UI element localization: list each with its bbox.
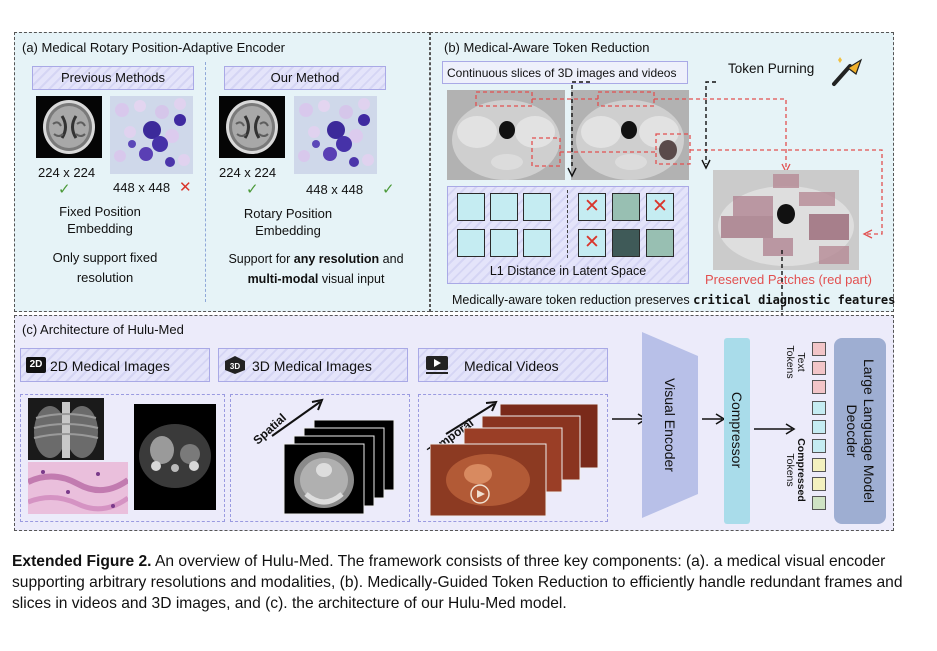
latent-space-label: L1 Distance in Latent Space — [489, 264, 647, 278]
latent-token — [612, 193, 640, 221]
fixed-resolution-note: Only support fixed resolution — [52, 250, 158, 285]
3d-icon: 3D — [224, 355, 246, 375]
text-token — [812, 361, 826, 375]
panel-c-title: (c) Architecture of Hulu-Med — [22, 322, 184, 337]
check-icon: ✓ — [58, 181, 71, 198]
blood-smear-image-previous — [110, 96, 193, 174]
panel-b-title: (b) Medical-Aware Token Reduction — [444, 40, 650, 55]
pruned-token: ✕ — [578, 193, 606, 221]
compressor-to-tokens-arrow — [754, 423, 796, 435]
latent-token — [523, 193, 551, 221]
modality-3d-header — [218, 348, 408, 382]
text-token — [812, 342, 826, 356]
compressed-token — [812, 420, 826, 434]
latent-token — [457, 193, 485, 221]
latent-token — [457, 229, 485, 257]
endoscopy-frames — [430, 404, 605, 518]
cross-icon: ✕ — [584, 196, 600, 217]
panel-a-divider — [205, 62, 206, 302]
video-area — [418, 394, 608, 522]
ct-volume-stack — [270, 420, 405, 520]
modality-2d-header — [20, 348, 210, 382]
previous-methods-header: Previous Methods — [32, 66, 194, 90]
compressed-token — [812, 401, 826, 415]
modality-2d-label: 2D Medical Images — [50, 358, 170, 374]
token-pruning-label: Token Purning — [728, 61, 815, 76]
3d-images-area — [230, 394, 410, 522]
ct-slice-2 — [571, 90, 689, 180]
modality-3d-label: 3D Medical Images — [252, 358, 372, 374]
our-method-header: Our Method — [224, 66, 386, 90]
3d-icon-text: 3D — [230, 362, 240, 371]
compressed-token — [812, 496, 826, 510]
ct-slice-1 — [447, 90, 565, 180]
modality-video-label: Medical Videos — [464, 358, 559, 374]
slices-label-box — [442, 61, 688, 84]
brain-ct-image-previous — [36, 96, 102, 158]
compressed-token — [812, 439, 826, 453]
caption-text: An overview of Hulu-Med. The framework c… — [12, 553, 903, 612]
latent-token — [612, 229, 640, 257]
histology-image — [28, 462, 128, 514]
rotary-position-embedding-label: Rotary Position Embedding — [243, 206, 333, 238]
modality-video-header — [418, 348, 608, 382]
abdominal-mri-image — [134, 404, 216, 510]
check-icon: ✓ — [246, 181, 259, 198]
pruning-knife-icon — [832, 57, 863, 86]
any-resolution-note: Support for any resolution and multi-mod… — [228, 252, 404, 286]
previous-size-224: 224 x 224 — [38, 165, 96, 180]
llm-decoder-label: Large Language Model Deocder — [844, 358, 877, 504]
temporal-arrow — [445, 400, 498, 435]
pruned-token: ✕ — [578, 229, 606, 257]
cross-icon: ✕ — [179, 179, 192, 196]
compressed-tokens-label: Compressed Tokens — [784, 438, 807, 502]
chest-xray-image — [28, 398, 104, 460]
visual-encoder-label: Visual Encoder — [662, 378, 678, 472]
preserved-patches-label: Preserved Patches (red part) — [705, 272, 872, 287]
slices-label: Continuous slices of 3D images and video… — [447, 66, 677, 80]
pruned-token: ✕ — [646, 193, 674, 221]
latent-token — [490, 193, 518, 221]
compressor-block — [724, 338, 750, 524]
compressed-token — [812, 458, 826, 472]
latent-token — [523, 229, 551, 257]
cross-icon: ✕ — [584, 232, 600, 253]
token-reduction-summary: Medically-aware token reduction preserve… — [452, 293, 896, 307]
text-token — [812, 380, 826, 394]
fixed-position-embedding-label: Fixed Position Embedding — [59, 204, 141, 236]
text-tokens-label: Text Tokens — [784, 345, 807, 379]
compressor-label: Compressor — [729, 391, 745, 469]
check-icon: ✓ — [382, 181, 395, 198]
latent-token — [646, 229, 674, 257]
brain-ct-image-ours — [219, 96, 285, 158]
llm-decoder-block — [834, 338, 886, 524]
spatial-arrow — [271, 398, 324, 437]
red-dashed-connectors — [475, 91, 883, 239]
visual-encoder-block — [642, 332, 698, 518]
compressed-token — [812, 477, 826, 491]
blood-smear-image-ours — [294, 96, 377, 174]
panel-a-title: (a) Medical Rotary Position-Adaptive Enc… — [22, 40, 286, 55]
preserved-patches-image — [713, 170, 859, 270]
2d-icon: 2D — [26, 357, 46, 373]
cross-icon: ✕ — [652, 196, 668, 217]
previous-size-448: 448 x 448 — [113, 180, 171, 195]
our-size-224: 224 x 224 — [219, 165, 277, 180]
latent-divider — [567, 190, 568, 258]
2d-images-area — [20, 394, 225, 522]
latent-token — [490, 229, 518, 257]
caption-title: Extended Figure 2. — [12, 553, 152, 570]
video-icon — [426, 356, 448, 374]
our-size-448: 448 x 448 — [306, 182, 364, 197]
figure-caption: Extended Figure 2. An overview of Hulu-M… — [12, 551, 927, 614]
